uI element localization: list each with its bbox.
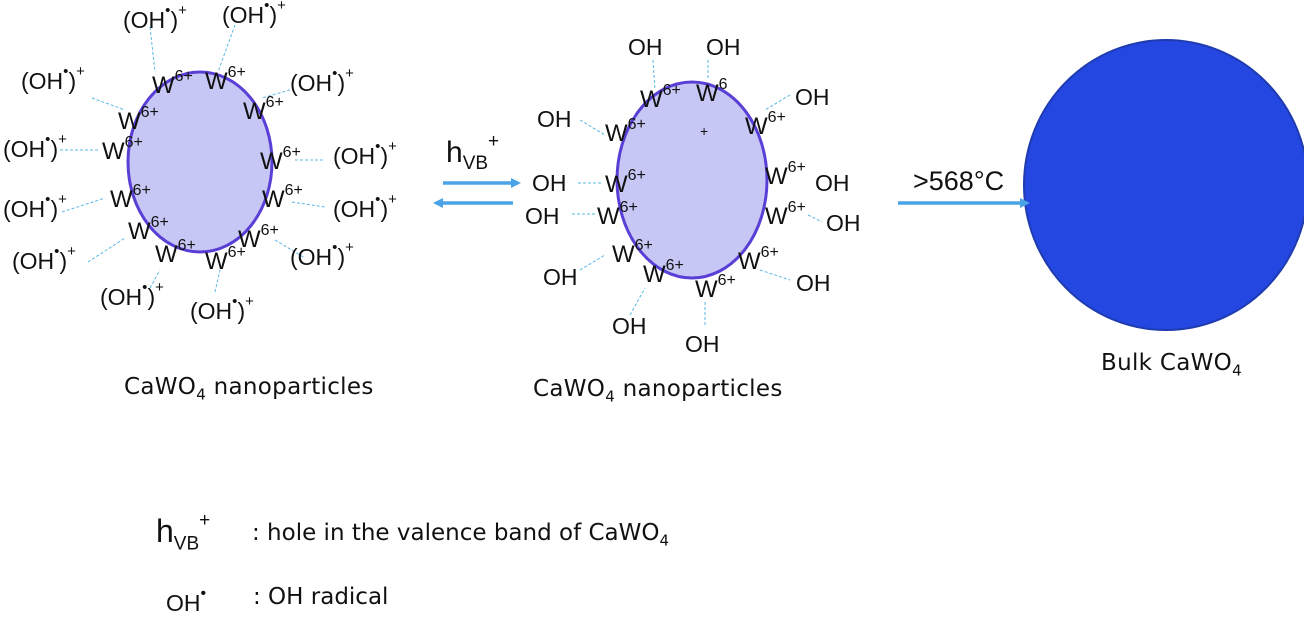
legend-radical-symbol: OH• [166, 585, 207, 616]
left-surface-site: W6+ [118, 104, 159, 135]
middle-hydroxyl: OH [532, 170, 567, 196]
middle-surface-site: W6+ [765, 159, 806, 190]
middle-surface-site: W6+ [597, 199, 638, 230]
middle-surface-site: W6+ [745, 109, 786, 140]
left-surface-site: W6+ [128, 214, 169, 245]
left-radical: (OH•)+ [190, 293, 254, 324]
left-surface-site: W6+ [102, 134, 143, 165]
left-radical: (OH•)+ [333, 191, 397, 222]
legend-hole-definition: : hole in the valence band of CaWO4 [252, 520, 670, 550]
left-radical: (OH•)+ [123, 2, 187, 33]
left-radical: (OH•)+ [333, 138, 397, 169]
left-radical: (OH•)+ [290, 65, 354, 96]
middle-surface-site: W6+ [605, 116, 646, 147]
left-radical: (OH•)+ [21, 63, 85, 94]
middle-hydroxyl: OH [612, 313, 647, 339]
middle-extra-plus: + [700, 123, 709, 139]
middle-hydroxyl: OH [796, 270, 831, 296]
middle-hydroxyl: OH [525, 203, 560, 229]
middle-surface-site: W6+ [643, 257, 684, 288]
left-surface-site: W6+ [260, 144, 301, 175]
left-radical: (OH•)+ [100, 279, 164, 310]
legend-hole-symbol: hVB+ [156, 510, 211, 555]
left-nanoparticle [126, 70, 274, 254]
middle-particle-bonds [572, 59, 823, 325]
left-surface-site: W6+ [152, 68, 193, 99]
middle-hydroxyl: OH [628, 34, 663, 60]
left-surface-site: W6+ [155, 237, 196, 268]
middle-surface-site: W6+ [605, 167, 646, 198]
left-surface-site: W6+ [110, 182, 151, 213]
left-radical: (OH•)+ [222, 0, 286, 28]
bulk-particle [1023, 39, 1304, 331]
middle-surface-site: W6+ [612, 237, 653, 268]
left-radical: (OH•)+ [12, 243, 76, 274]
middle-surface-site: W6 [696, 76, 728, 107]
middle-hydroxyl: OH [685, 331, 720, 357]
left-radical: (OH•)+ [3, 191, 67, 222]
thermal-arrow-label: >568°C [913, 166, 1005, 196]
left-surface-site: W6+ [243, 94, 284, 125]
left-particle-caption: CaWO4 nanoparticles [124, 374, 374, 404]
middle-hydroxyl: OH [826, 210, 861, 236]
middle-surface-site: W6+ [695, 272, 736, 303]
left-surface-site: W6+ [205, 64, 246, 95]
left-surface-site: W6+ [238, 222, 279, 253]
middle-hydroxyl: OH [537, 106, 572, 132]
left-radical: (OH•)+ [3, 131, 67, 162]
left-radical: (OH•)+ [290, 239, 354, 270]
middle-nanoparticle [615, 80, 769, 280]
middle-hydroxyl: OH [543, 264, 578, 290]
middle-hydroxyl: OH [795, 84, 830, 110]
bulk-particle-caption: Bulk CaWO4 [1101, 350, 1242, 380]
middle-particle-caption: CaWO4 nanoparticles [533, 376, 783, 406]
left-surface-site: W6+ [262, 182, 303, 213]
middle-hydroxyl: OH [815, 170, 850, 196]
middle-hydroxyl: OH [706, 34, 741, 60]
legend-radical-definition: : OH radical [253, 584, 389, 610]
equilibrium-arrow-label: hVB+ [446, 131, 500, 174]
middle-surface-site: W6+ [738, 244, 779, 275]
left-particle-bonds [60, 24, 326, 293]
left-surface-site: W6+ [205, 244, 246, 275]
middle-surface-site: W6+ [640, 82, 681, 113]
middle-surface-site: W6+ [765, 199, 806, 230]
